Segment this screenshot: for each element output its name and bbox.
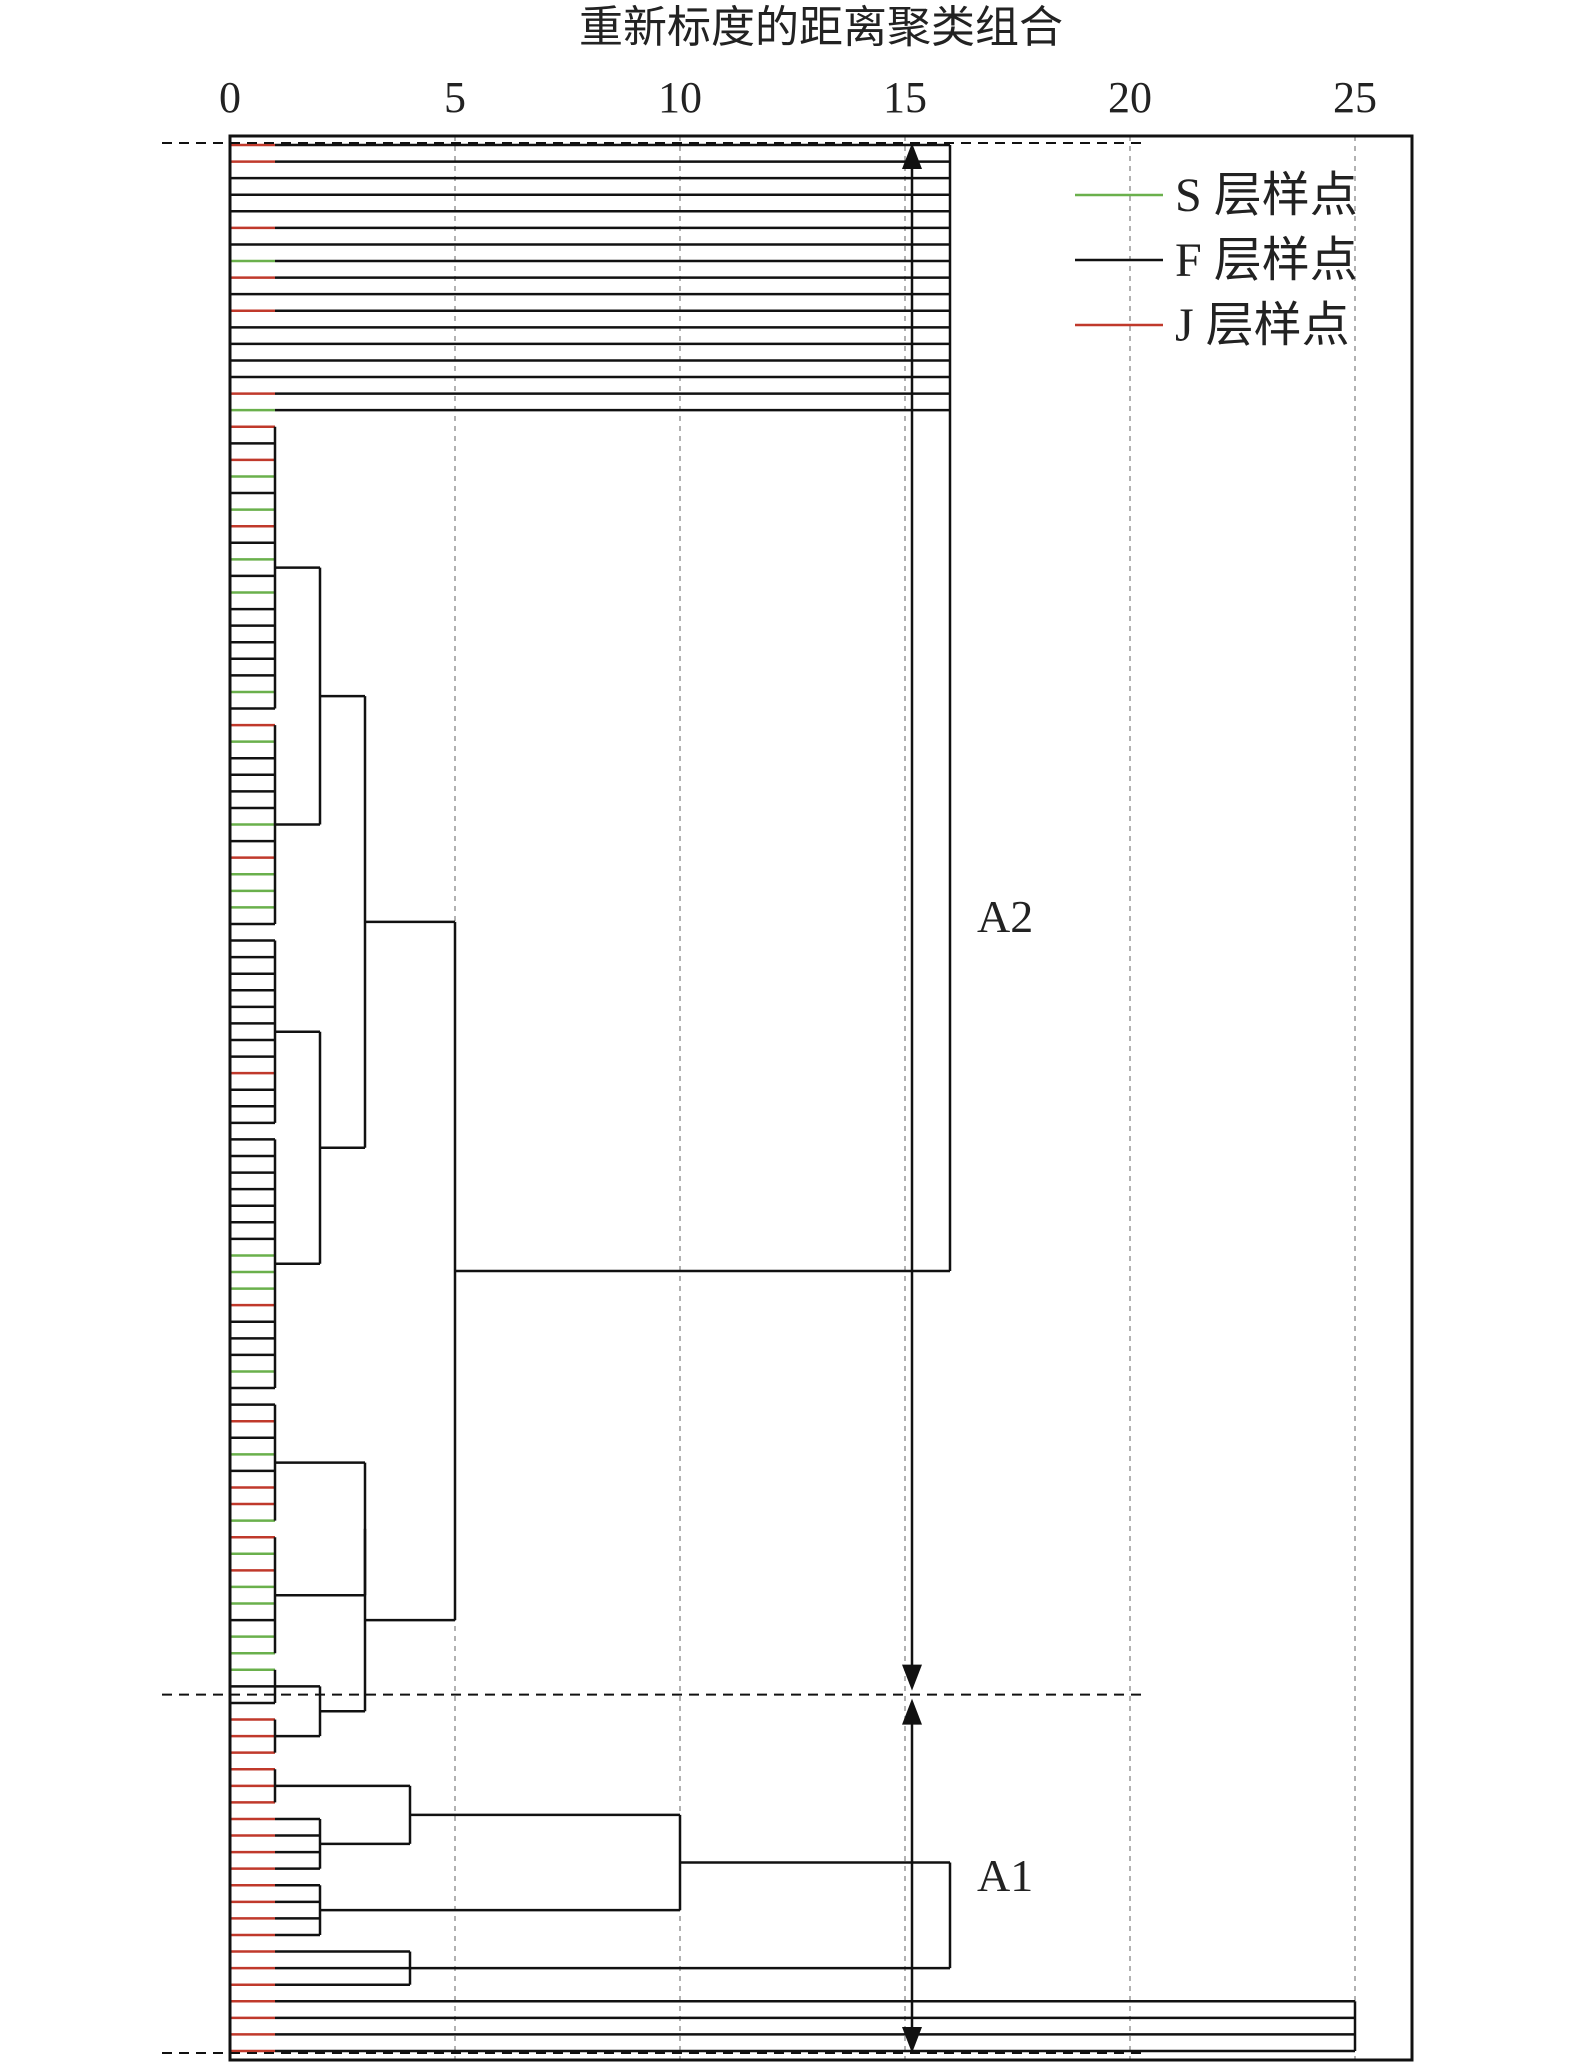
arrowhead-top-a1 bbox=[902, 1698, 922, 1725]
arrowhead-bottom-a2 bbox=[902, 1664, 922, 1691]
group-label-a1: A1 bbox=[977, 1850, 1033, 1901]
x-tick-label-0: 0 bbox=[219, 73, 241, 122]
leaf-lines bbox=[230, 143, 275, 2053]
plot-frame bbox=[228, 134, 1414, 2062]
x-tick-labels: 0 5 10 15 20 25 bbox=[219, 73, 1377, 122]
x-tick-label-15: 15 bbox=[883, 73, 927, 122]
legend-label-S: S 层样点 bbox=[1175, 169, 1358, 222]
legend-label-F: F 层样点 bbox=[1175, 234, 1358, 287]
legend-label-J: J 层样点 bbox=[1175, 299, 1350, 352]
arrowhead-top-a2 bbox=[902, 143, 922, 169]
grid-lines bbox=[454, 136, 1356, 2060]
dendrogram-links bbox=[273, 143, 1357, 2053]
legend: S 层样点 F 层样点 J 层样点 bbox=[1075, 169, 1358, 352]
x-tick-label-25: 25 bbox=[1333, 73, 1377, 122]
x-tick-label-10: 10 bbox=[658, 73, 702, 122]
group-label-a2: A2 bbox=[977, 891, 1033, 942]
arrowhead-bottom-a1 bbox=[902, 2027, 922, 2053]
chart-title: 重新标度的距离聚类组合 bbox=[579, 2, 1063, 53]
x-tick-label-20: 20 bbox=[1108, 73, 1152, 122]
x-tick-label-5: 5 bbox=[444, 73, 466, 122]
